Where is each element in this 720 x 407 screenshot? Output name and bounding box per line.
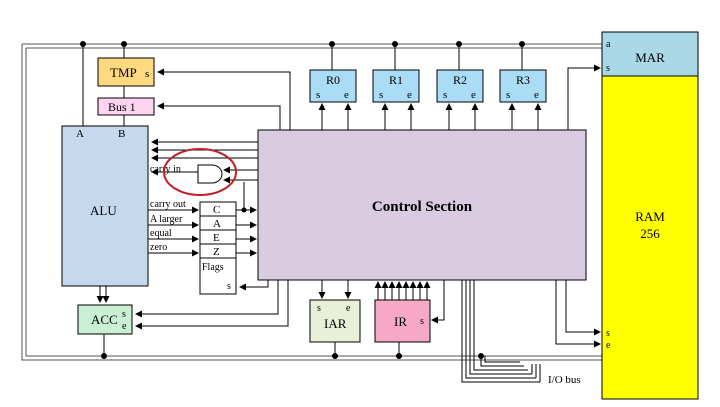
alu-label: ALU bbox=[90, 203, 117, 218]
register-r3: R3 s e bbox=[499, 69, 547, 103]
io-bus-label: I/O bus bbox=[548, 374, 581, 386]
r1-label: R1 bbox=[389, 73, 403, 87]
flag-z: Z bbox=[213, 246, 220, 258]
flag-c: C bbox=[213, 204, 220, 216]
tmp-label: TMP bbox=[110, 65, 137, 80]
control-section: Control Section bbox=[257, 129, 587, 281]
ram-control-wires bbox=[555, 64, 601, 348]
acc-label: ACC bbox=[91, 312, 118, 327]
r2-enable: e bbox=[471, 89, 476, 101]
acc-register: ACC s e bbox=[77, 304, 133, 335]
ram-enable: e bbox=[606, 340, 611, 351]
carry-out-label: carry out bbox=[150, 199, 186, 210]
iar-set: s bbox=[317, 303, 321, 314]
r3-label: R3 bbox=[516, 73, 530, 87]
a-larger-label: A larger bbox=[150, 214, 183, 225]
acc-set: s bbox=[122, 309, 126, 320]
iar-register: s e IAR bbox=[309, 299, 361, 343]
acc-enable: e bbox=[122, 321, 127, 332]
ir-to-control-wires bbox=[374, 280, 445, 356]
iar-enable: e bbox=[346, 303, 351, 314]
bus1-box: Bus 1 bbox=[97, 97, 155, 116]
flags-label: Flags bbox=[202, 262, 224, 273]
ram-label: RAM bbox=[635, 209, 665, 224]
acc-control-wires bbox=[135, 280, 289, 330]
r0-set: s bbox=[316, 89, 320, 101]
tmp-set: s bbox=[145, 68, 149, 80]
alu-input-a: A bbox=[76, 128, 84, 140]
main-bus bbox=[21, 43, 602, 361]
r3-set: s bbox=[506, 89, 510, 101]
r2-set: s bbox=[443, 89, 447, 101]
flags-control-wires bbox=[236, 182, 269, 291]
flags-set: s bbox=[227, 281, 231, 292]
iar-label: IAR bbox=[324, 316, 347, 331]
r0-enable: e bbox=[344, 89, 349, 101]
control-label: Control Section bbox=[372, 199, 473, 215]
flag-a: A bbox=[213, 218, 221, 230]
iar-control-wires bbox=[318, 280, 352, 356]
ram: RAM 256 s e bbox=[601, 75, 699, 400]
io-bus-wires: I/O bus bbox=[461, 280, 581, 386]
register-r1: R1 s e bbox=[372, 69, 420, 103]
flags-register: C A E Z Flags s bbox=[199, 201, 237, 295]
ram-size: 256 bbox=[640, 226, 660, 241]
r2-label: R2 bbox=[453, 73, 467, 87]
r1-set: s bbox=[379, 89, 383, 101]
carry-in-label: carry in bbox=[150, 164, 181, 175]
register-r0: R0 s e bbox=[309, 69, 357, 103]
r0-label: R0 bbox=[326, 73, 340, 87]
alu-input-b: B bbox=[118, 128, 125, 140]
highlight-circle bbox=[163, 148, 237, 196]
register-control-wires bbox=[318, 103, 542, 130]
equal-label: equal bbox=[150, 228, 172, 239]
ir-label: IR bbox=[394, 314, 407, 329]
tmp-register: TMP s bbox=[97, 57, 155, 87]
flag-e: E bbox=[213, 232, 220, 244]
mar-set: s bbox=[606, 63, 610, 74]
carry-in-gate: carry in bbox=[150, 148, 258, 196]
mar-register: a s MAR bbox=[601, 31, 699, 77]
ir-register: IR s bbox=[374, 299, 431, 343]
mar-label: MAR bbox=[635, 50, 665, 65]
mar-address: a bbox=[606, 39, 611, 50]
ir-set: s bbox=[420, 316, 424, 327]
alu: A B ALU bbox=[61, 125, 149, 287]
alu-flag-outputs: carry out A larger equal zero bbox=[148, 199, 199, 257]
r3-enable: e bbox=[534, 89, 539, 101]
bus1-label: Bus 1 bbox=[108, 100, 136, 114]
register-r2: R2 s e bbox=[436, 69, 484, 103]
zero-label: zero bbox=[150, 242, 167, 253]
tmp-bus1-control-wires bbox=[157, 68, 291, 130]
r1-enable: e bbox=[407, 89, 412, 101]
register-bus-wires bbox=[82, 44, 523, 126]
ram-set: s bbox=[606, 328, 610, 339]
